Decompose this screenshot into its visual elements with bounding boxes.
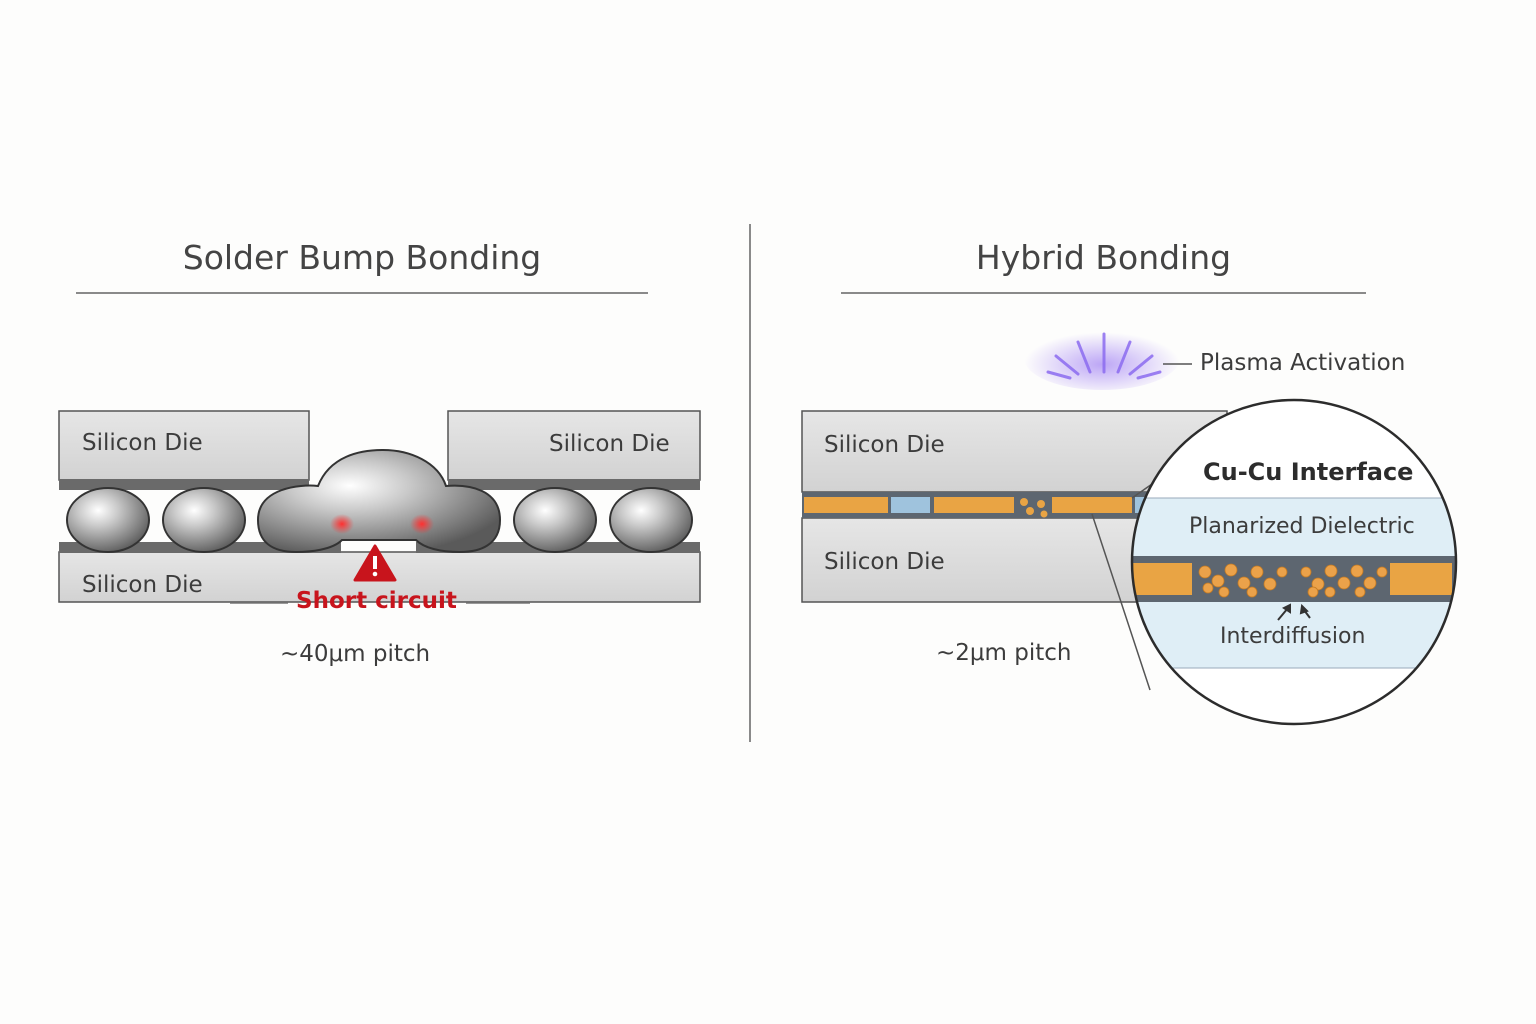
short-glow-left	[330, 514, 354, 534]
solder-ball	[609, 487, 693, 553]
top-left-silicon-die	[58, 410, 310, 481]
right-pitch-label: ~2μm pitch	[936, 640, 1072, 666]
inset-title: Cu-Cu Interface	[1203, 458, 1414, 486]
left-top-die-label: Silicon Die	[82, 430, 203, 456]
copper-block-right	[1390, 563, 1452, 595]
left-bottom-die-label: Silicon Die	[82, 572, 203, 598]
solder-bump-diagram	[58, 410, 701, 604]
interdiffusion-arrows	[1277, 603, 1311, 621]
copper-pad	[934, 497, 1014, 513]
right-top-die-label: Silicon Die	[549, 431, 670, 457]
interdiffused-grains	[1198, 563, 1388, 598]
solder-ball	[66, 487, 150, 553]
copper-block-left	[1132, 563, 1192, 595]
short-circuit-label: Short circuit	[296, 588, 457, 614]
copper-grains	[1020, 498, 1048, 518]
hybrid-bottom-die-label: Silicon Die	[824, 549, 945, 575]
plasma-label: Plasma Activation	[1200, 350, 1406, 376]
left-pitch-label: ~40μm pitch	[280, 641, 431, 667]
copper-pad	[1052, 497, 1132, 513]
hybrid-top-die-label: Silicon Die	[824, 432, 945, 458]
solder-ball	[513, 487, 597, 553]
warning-icon	[353, 544, 397, 582]
dielectric-label: Planarized Dielectric	[1189, 514, 1415, 539]
short-glow-right	[410, 514, 434, 534]
top-right-die-pad	[448, 479, 700, 490]
dielectric-segment	[891, 497, 930, 513]
solder-ball	[162, 487, 246, 553]
right-title: Hybrid Bonding	[975, 238, 1232, 277]
zoom-line	[1091, 513, 1151, 691]
dielectric-bottom	[1132, 602, 1456, 668]
inset-border	[1130, 398, 1458, 726]
cu-cu-inset	[1130, 398, 1458, 726]
interdiffusion-label: Interdiffusion	[1220, 624, 1366, 649]
bridged-solder-bump	[256, 448, 502, 554]
top-right-silicon-die	[447, 410, 701, 481]
top-left-die-pad	[59, 479, 309, 490]
hybrid-bonding-diagram	[801, 326, 1458, 726]
left-title: Solder Bump Bonding	[182, 238, 542, 277]
plasma-icon	[1046, 332, 1162, 380]
copper-pad	[804, 497, 888, 513]
dielectric-top	[1132, 498, 1456, 556]
plasma-glow	[1024, 326, 1180, 390]
